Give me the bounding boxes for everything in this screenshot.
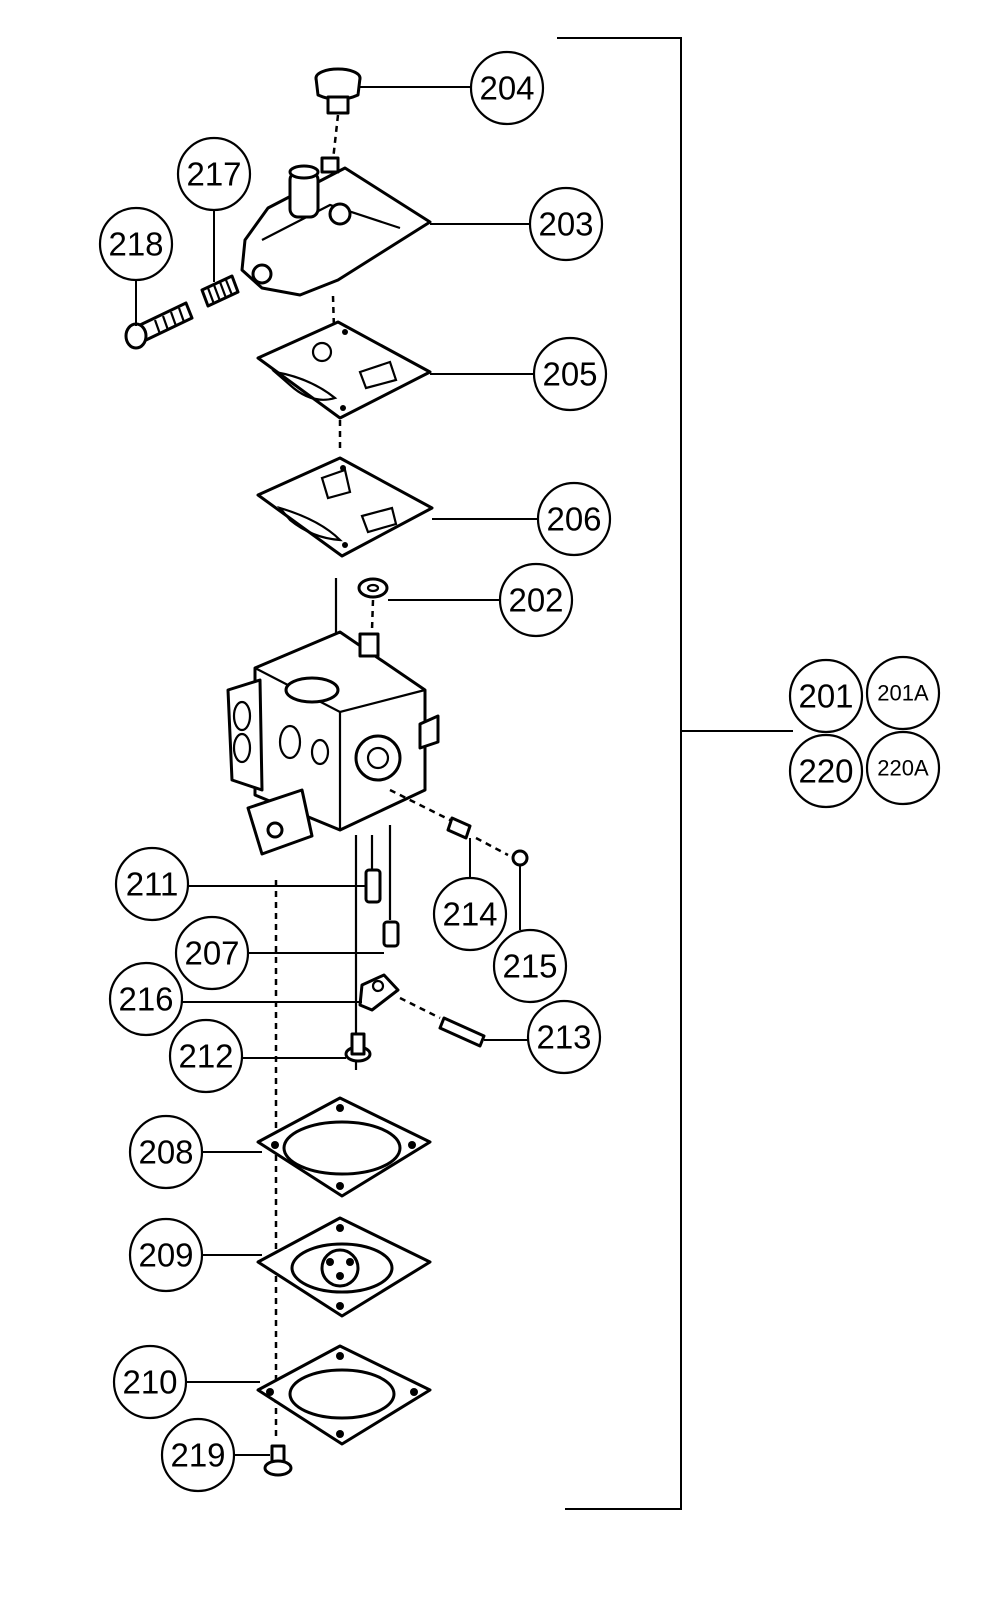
callout-211: 211	[114, 846, 190, 922]
callout-label-211: 211	[126, 866, 179, 903]
callout-label-210: 210	[122, 1364, 177, 1401]
callout-220: 220	[788, 733, 864, 809]
callout-label-216: 216	[118, 981, 173, 1018]
callout-205: 205	[532, 336, 608, 412]
part-207-needle	[382, 825, 400, 948]
callout-218: 218	[98, 206, 174, 282]
callout-214: 214	[432, 876, 508, 952]
part-210-cover	[256, 1344, 432, 1446]
part-218-screw	[124, 301, 194, 350]
callout-207: 207	[174, 915, 250, 991]
callout-label-207: 207	[184, 935, 239, 972]
part-205-gasket	[256, 320, 432, 450]
callout-210: 210	[112, 1344, 188, 1420]
callout-208: 208	[128, 1114, 204, 1190]
callout-label-204: 204	[479, 70, 534, 107]
callout-label-201: 201	[798, 678, 853, 715]
callout-label-206: 206	[546, 501, 601, 538]
part-213-pin	[399, 996, 486, 1048]
part-202-washer	[357, 577, 389, 631]
part-204-screw	[314, 67, 362, 161]
callout-203: 203	[528, 186, 604, 262]
callout-label-217: 217	[186, 156, 241, 193]
part-209-diaphragm	[256, 1216, 432, 1318]
callout-label-215: 215	[502, 948, 557, 985]
part-208-gasket	[256, 1096, 432, 1198]
callout-label-220a: 220A	[877, 756, 929, 781]
part-217-spring	[200, 274, 240, 308]
callout-label-213: 213	[536, 1019, 591, 1056]
callout-label-214: 214	[442, 896, 497, 933]
leader-lines	[135, 86, 540, 1456]
callout-219: 219	[160, 1417, 236, 1493]
callout-label-208: 208	[138, 1134, 193, 1171]
callout-216: 216	[108, 961, 184, 1037]
part-212-screw	[344, 1032, 372, 1063]
callout-213: 213	[526, 999, 602, 1075]
callout-label-212: 212	[178, 1038, 233, 1075]
callout-209: 209	[128, 1217, 204, 1293]
callout-label-205: 205	[542, 356, 597, 393]
callout-label-209: 209	[138, 1237, 193, 1274]
callout-212: 212	[168, 1018, 244, 1094]
callout-201: 201	[788, 658, 864, 734]
callout-label-218: 218	[108, 226, 163, 263]
callout-label-219: 219	[170, 1437, 225, 1474]
part-214-spring	[389, 788, 509, 857]
callout-label-220: 220	[798, 753, 853, 790]
part-203-pump-cover	[240, 156, 432, 331]
callout-206: 206	[536, 481, 612, 557]
callout-201a: 201A	[865, 655, 941, 731]
part-215-ball	[511, 849, 529, 867]
part-219-screw	[263, 1444, 293, 1477]
callout-220a: 220A	[865, 730, 941, 806]
part-216-lever	[358, 973, 400, 1012]
callout-202: 202	[498, 562, 574, 638]
callout-217: 217	[176, 136, 252, 212]
part-206-diaphragm	[256, 456, 434, 558]
assembly-bracket	[557, 37, 793, 1510]
callout-label-202: 202	[508, 582, 563, 619]
callout-215: 215	[492, 928, 568, 1004]
part-carburetor-body	[226, 578, 440, 856]
callout-204: 204	[469, 50, 545, 126]
callout-label-201a: 201A	[877, 681, 929, 706]
callout-label-203: 203	[538, 206, 593, 243]
